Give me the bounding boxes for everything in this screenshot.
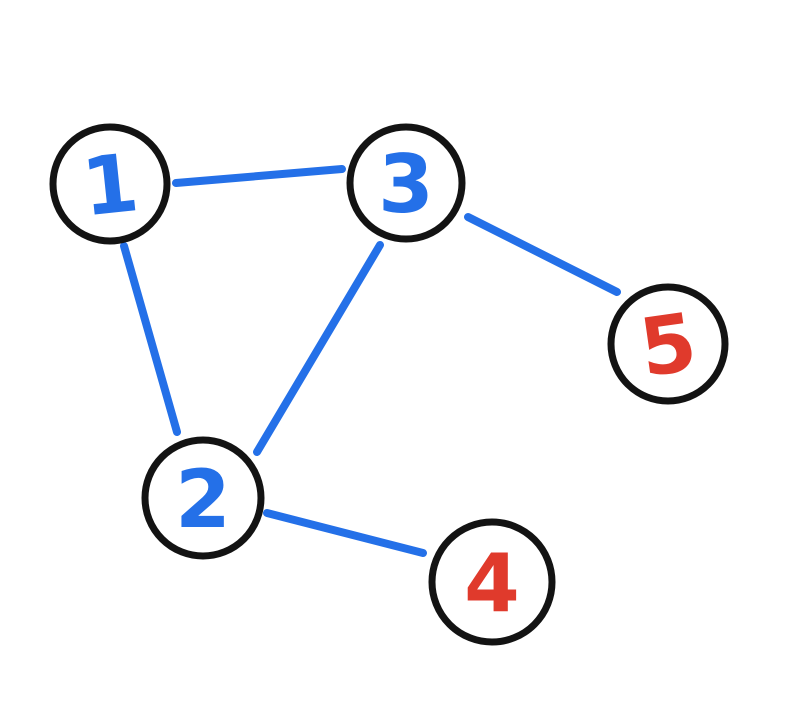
edge-2-3 [253,241,384,456]
node-1-circle [49,123,171,245]
edge-2-4 [263,509,427,557]
node-3-label: 3 [378,138,434,231]
node-4-circle [428,518,556,646]
node-3-circle [346,123,466,243]
node-4: 4 [428,518,556,646]
node-3: 3 [346,123,466,243]
node-1: 1 [49,123,171,245]
node-5: 5 [607,283,729,405]
edge-1-3 [172,165,346,187]
edge-3-5 [464,213,621,296]
edge-1-2 [120,242,181,436]
node-2-label: 2 [175,453,231,546]
node-5-label: 5 [634,295,702,395]
node-1-label: 1 [78,136,143,234]
node-2-circle [141,436,265,560]
node-5-circle [607,283,729,405]
node-2: 2 [141,436,265,560]
node-4-label: 4 [464,537,520,630]
